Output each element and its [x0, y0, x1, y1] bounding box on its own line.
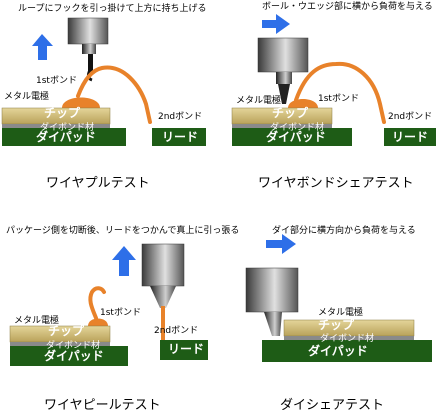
die-pad — [2, 128, 126, 146]
electrode-label: メタル電極 — [4, 92, 50, 102]
arrow-up-icon — [32, 34, 53, 60]
bond1-label: 1stボンド — [100, 308, 141, 318]
die-bond-material — [2, 124, 110, 128]
caption-die-shear: ダイシェアテスト — [280, 398, 385, 413]
lead-label: リード — [392, 130, 429, 144]
panel-wire-peel-graphics — [9, 243, 208, 366]
wire-loop — [76, 65, 152, 124]
die-pad-label: ダイパッド — [36, 130, 96, 144]
chip-label: チップ — [44, 106, 81, 120]
electrode-label: メタル電極 — [236, 96, 282, 106]
lead-label: リード — [162, 130, 199, 144]
bond1-label: 1stボンド — [318, 94, 359, 104]
die-pad-label: ダイパッド — [266, 130, 326, 144]
bond2-label: 2ndボンド — [388, 112, 433, 122]
instruction-text: ループにフックを引っ掛けて上方に持ち上げる — [18, 4, 207, 14]
chip-label: チップ — [48, 324, 85, 338]
instruction-text: ダイ部分に横方向から負荷を与える — [272, 226, 416, 236]
arrow-right-icon — [262, 14, 290, 34]
die-bond-label: ダイボンド材 — [270, 123, 325, 133]
panel-bond-shear-graphics — [231, 14, 436, 146]
die-bond-label: ダイボンド材 — [46, 341, 101, 351]
die-bond-label: ダイボンド材 — [40, 123, 95, 133]
instruction-text: ボール・ウエッジ部に横から負荷を与える — [262, 2, 433, 12]
electrode-label: メタル電極 — [14, 316, 60, 326]
bond2-label: 2ndボンド — [158, 112, 203, 122]
instruction-text: パッケージ側を切断後、リードをつかんで真上に引っ張る — [6, 226, 240, 236]
shear-tool-icon — [257, 37, 309, 73]
die-pad-label: ダイパッド — [44, 349, 104, 363]
ball-bond — [62, 97, 100, 108]
panel-wire-pull-graphics — [1, 17, 206, 146]
electrode-label: メタル電極 — [318, 308, 364, 318]
caption-wire-pull: ワイヤプルテスト — [46, 176, 150, 191]
chip-label: チップ — [272, 106, 309, 120]
hook-tool-icon — [67, 17, 109, 45]
clamp-tool-icon — [141, 243, 185, 287]
panel-die-shear-graphics — [245, 234, 432, 362]
die-pad-label: ダイパッド — [308, 344, 368, 358]
chip-label: チップ — [318, 318, 355, 332]
die-bond-label: ダイボンド材 — [320, 334, 375, 344]
bond1-label: 1stボンド — [36, 76, 77, 86]
lead — [152, 128, 206, 146]
bond2-label: 2ndボンド — [154, 326, 199, 336]
lead-label: リード — [168, 342, 205, 356]
caption-bond-shear: ワイヤボンドシェアテスト — [258, 176, 414, 191]
caption-wire-peel: ワイヤピールテスト — [44, 398, 161, 413]
